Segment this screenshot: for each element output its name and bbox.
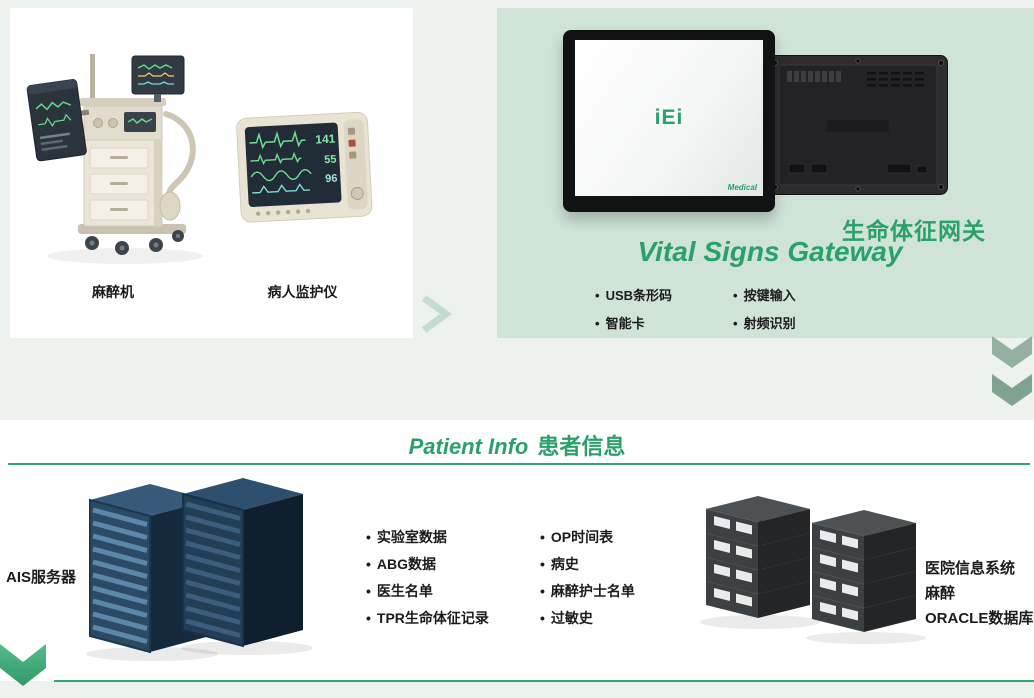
patient-data-lists: 实验室数据 ABG数据 医生名单 TPR生命体征记录 OP时间表 病史 麻醉护士… — [366, 524, 710, 632]
list-item: 实验室数据 — [366, 524, 524, 551]
feature-smart-card: 智能卡 — [595, 313, 733, 332]
patient-data-column-2: OP时间表 病史 麻醉护士名单 过敏史 — [540, 524, 710, 632]
iei-logo: iEi — [654, 106, 684, 129]
anesthesia-machine-illustration — [26, 54, 203, 264]
terminal-block — [787, 71, 841, 82]
medical-brand-text: Medical — [727, 183, 757, 192]
patient-monitor-illustration: 141 55 96 — [236, 111, 373, 223]
gateway-title-en: Vital Signs Gateway — [637, 236, 903, 267]
his-label-oracle: ORACLE数据库 — [925, 610, 1034, 627]
patient-info-title-en: Patient Info — [408, 434, 529, 459]
flow-arrow-right-icon — [421, 295, 452, 333]
server-stack-right — [811, 509, 917, 633]
list-item: TPR生命体征记录 — [366, 605, 524, 632]
server-stack-left — [705, 495, 811, 619]
monitor-reading-3: 96 — [325, 173, 338, 186]
his-labels: 医院信息系统 麻醉 ORACLE数据库 — [925, 556, 1033, 631]
server-rack-back — [182, 478, 303, 648]
patient-info-title: Patient Info 患者信息 — [0, 429, 1034, 461]
list-item: 麻醉护士名单 — [540, 578, 710, 605]
patient-monitor-label: 病人监护仪 — [267, 284, 338, 300]
monitor-reading-2: 55 — [324, 154, 337, 167]
anesthesia-machine-label: 麻醉机 — [92, 284, 134, 300]
section-divider-top — [8, 463, 1030, 465]
feature-rfid: 射频识别 — [733, 313, 796, 332]
gateway-title-cn: 生命体征网关 — [842, 218, 986, 244]
flow-arrow-down-icon — [992, 336, 1032, 406]
gateway-screen: iEi Medical — [575, 40, 763, 196]
feature-key-input: 按键输入 — [733, 285, 796, 304]
flow-arrow-down-left-icon — [0, 644, 46, 686]
his-label-system: 医院信息系统 — [925, 560, 1016, 577]
equipment-panel: 141 55 96 麻醉机 病人监护仪 — [10, 8, 413, 338]
patient-data-column-1: 实验室数据 ABG数据 医生名单 TPR生命体征记录 — [366, 524, 524, 632]
feature-usb-barcode: USB条形码 — [595, 285, 733, 304]
list-item: 过敏史 — [540, 605, 710, 632]
io-connectors — [788, 163, 928, 174]
gateway-panel: iEi Medical 生命体征网关 Vital Signs Gateway U… — [497, 8, 1034, 338]
gateway-feature-list: USB条形码 按键输入 智能卡 射频识别 — [595, 285, 796, 332]
list-item: OP时间表 — [540, 524, 710, 551]
section-divider-bottom — [54, 680, 1034, 682]
his-server-stacks-illustration — [700, 495, 926, 644]
ais-server-racks-illustration — [86, 478, 313, 661]
ais-server-label: AIS服务器 — [6, 569, 77, 586]
monitor-reading-1: 141 — [315, 132, 336, 147]
patient-info-title-cn: 患者信息 — [537, 434, 626, 459]
list-item: ABG数据 — [366, 551, 524, 578]
gateway-front-device: iEi Medical — [563, 30, 775, 212]
list-item: 医生名单 — [366, 578, 524, 605]
vent-slots — [867, 72, 924, 87]
his-label-anesthesia: 麻醉 — [925, 585, 956, 602]
list-item: 病史 — [540, 551, 710, 578]
gateway-back-panel — [768, 55, 948, 195]
anesthesia-display — [26, 79, 90, 162]
